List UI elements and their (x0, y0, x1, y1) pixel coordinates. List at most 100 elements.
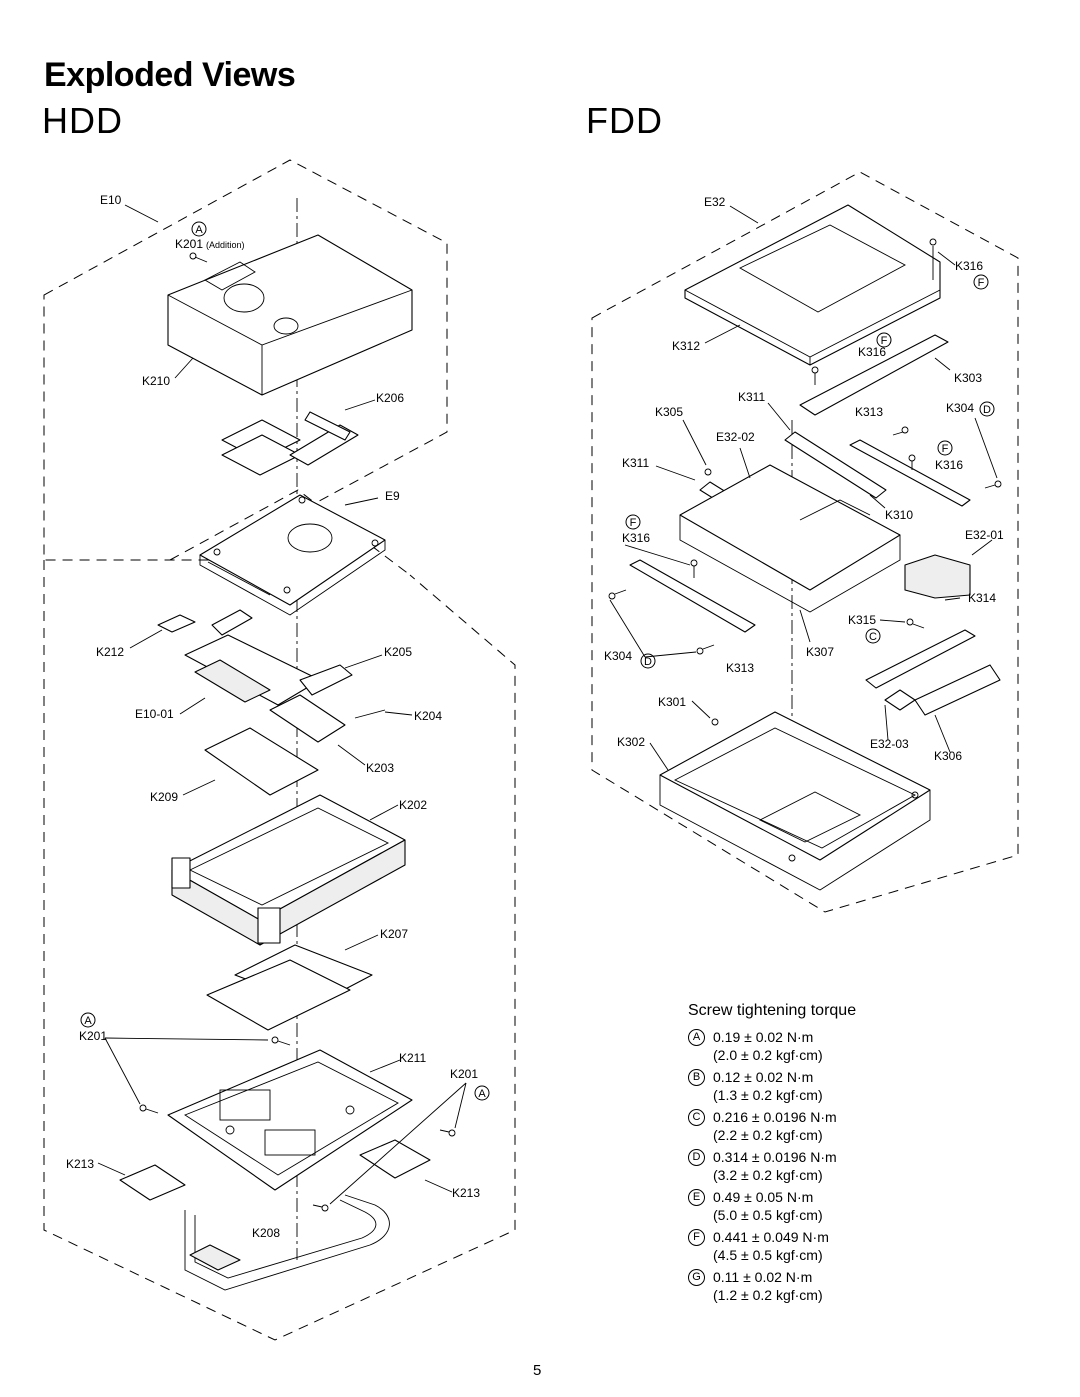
torque-kgf: (1.3 ± 0.2 kgf·cm) (713, 1087, 823, 1103)
label-k213-left: K213 (66, 1157, 94, 1171)
torque-nm: 0.314 ± 0.0196 N·m (713, 1149, 837, 1165)
page-title: Exploded Views (44, 56, 296, 94)
label-k310: K310 (885, 508, 913, 522)
hdd-frame-part (171, 794, 406, 946)
badge-f-b (876, 332, 892, 348)
torque-badge: C (688, 1109, 705, 1126)
badge-d-a-text: D (983, 404, 991, 416)
badge-a-left-text: A (84, 1015, 92, 1027)
torque-kgf: (1.2 ± 0.2 kgf·cm) (713, 1287, 823, 1303)
label-k314: K314 (968, 591, 996, 605)
label-k311-b: K311 (622, 456, 649, 470)
hdd-cushion-part (206, 944, 373, 1031)
torque-kgf: (4.5 ± 0.5 kgf·cm) (713, 1247, 823, 1263)
torque-kgf: (3.2 ± 0.2 kgf·cm) (713, 1167, 823, 1183)
label-k210: K210 (142, 374, 170, 388)
torque-values: 0.12 ± 0.02 N·m (1.3 ± 0.2 kgf·cm) (713, 1068, 823, 1104)
hdd-bracket-part (167, 1049, 413, 1191)
hdd-sheet-part (204, 727, 319, 796)
label-k313-b: K313 (726, 661, 754, 675)
hdd-cover-part (167, 234, 413, 396)
torque-nm: 0.441 ± 0.049 N·m (713, 1229, 829, 1245)
label-e32-01: E32-01 (965, 528, 1004, 542)
label-k203: K203 (366, 761, 394, 775)
torque-values: 0.441 ± 0.049 N·m (4.5 ± 0.5 kgf·cm) (713, 1228, 829, 1264)
label-k211: K211 (399, 1051, 426, 1065)
torque-badge: A (688, 1029, 705, 1046)
torque-rows: A 0.19 ± 0.02 N·m (2.0 ± 0.2 kgf·cm) B 0.12 … (688, 1028, 988, 1304)
torque-values: 0.216 ± 0.0196 N·m(2.2 ± 0.2 kgf·cm) (713, 1108, 837, 1144)
badge-f-d-text: F (630, 517, 637, 529)
fdd-cover-part (684, 204, 941, 366)
torque-title: Screw tightening torque (688, 1002, 857, 1019)
label-k207: K207 (380, 927, 408, 941)
label-e32-02: E32-02 (716, 430, 755, 444)
hdd-leaders (97, 204, 467, 1205)
badge-d-b (640, 653, 656, 669)
label-k305: K305 (655, 405, 683, 419)
label-k312: K312 (672, 339, 700, 353)
label-k302: K302 (617, 735, 645, 749)
torque-values: 0.49 ± 0.05 N·m (5.0 ± 0.5 kgf·cm) (713, 1188, 823, 1224)
hdd-heading: HDD (42, 100, 123, 141)
torque-nm: 0.11 ± 0.02 N·m (713, 1269, 813, 1285)
fdd-heading: FDD (586, 100, 663, 141)
label-k316-d: K316 (622, 531, 650, 545)
fdd-leaders (609, 205, 998, 771)
badge-f-c-text: F (942, 443, 949, 455)
badge-d-b-text: D (644, 656, 652, 668)
torque-row: E 0.49 ± 0.05 N·m (5.0 ± 0.5 kgf·cm) (688, 1188, 988, 1224)
label-k316-a: K316 (955, 259, 983, 273)
label-e10-01: E10-01 (135, 707, 174, 721)
badge-f-b-text: F (881, 335, 888, 347)
label-e32-03: E32-03 (870, 737, 909, 751)
badge-f-d (625, 514, 641, 530)
label-k208: K208 (252, 1226, 280, 1240)
label-k316-c: K316 (935, 458, 963, 472)
torque-badge: B (688, 1069, 705, 1086)
hdd-drive-part (199, 494, 386, 616)
torque-nm: 0.49 ± 0.05 N·m (713, 1189, 814, 1205)
torque-nm: 0.12 ± 0.02 N·m (713, 1069, 814, 1085)
badge-c-a-text: C (869, 631, 877, 643)
label-e32: E32 (704, 195, 726, 209)
label-k213-right: K213 (452, 1186, 480, 1200)
page-number: 5 (533, 1362, 542, 1379)
label-k204: K204 (414, 709, 442, 723)
torque-kgf: (2.0 ± 0.2 kgf·cm) (713, 1047, 823, 1063)
label-k201-top: K201 (175, 237, 203, 251)
fdd-brackets-part (629, 559, 1001, 716)
label-k201-right: K201 (450, 1067, 478, 1081)
label-k311-a: K311 (738, 390, 765, 404)
label-k304-b: K304 (604, 649, 632, 663)
badge-f-a-text: F (978, 277, 985, 289)
badge-a-top-text: A (195, 224, 203, 236)
hdd-screws (139, 1036, 456, 1212)
torque-row: C 0.216 ± 0.0196 N·m(2.2 ± 0.2 kgf·cm) (688, 1108, 988, 1144)
badge-f-a (973, 274, 989, 290)
hdd-pads-part (119, 1139, 431, 1291)
badge-a-right-text: A (478, 1088, 486, 1100)
label-addition: (Addition) (206, 240, 245, 250)
torque-row: G 0.11 ± 0.02 N·m (1.2 ± 0.2 kgf·cm) (688, 1268, 988, 1304)
fdd-case-part (659, 711, 931, 891)
torque-badge: E (688, 1189, 705, 1206)
torque-table: Screw tightening torque A 0.19 ± 0.02 N·m… (688, 1002, 988, 1308)
label-k304-a: K304 (946, 401, 974, 415)
badge-c-a (865, 628, 881, 644)
hdd-connector-part (157, 609, 386, 743)
torque-badge: G (688, 1269, 705, 1286)
label-k306: K306 (934, 749, 962, 763)
badge-f-c (937, 440, 953, 456)
badge-a-right (474, 1085, 490, 1101)
hdd-cable-part (221, 411, 359, 476)
torque-kgf: (5.0 ± 0.5 kgf·cm) (713, 1207, 823, 1223)
torque-nm: 0.216 ± 0.0196 N·m (713, 1109, 837, 1125)
torque-values: 0.314 ± 0.0196 N·m (3.2 ± 0.2 kgf·cm) (713, 1148, 837, 1184)
label-k201-left: K201 (79, 1029, 107, 1043)
torque-nm: 0.19 ± 0.02 N·m (713, 1029, 814, 1045)
label-e10: E10 (100, 193, 122, 207)
label-k301: K301 (658, 695, 686, 709)
